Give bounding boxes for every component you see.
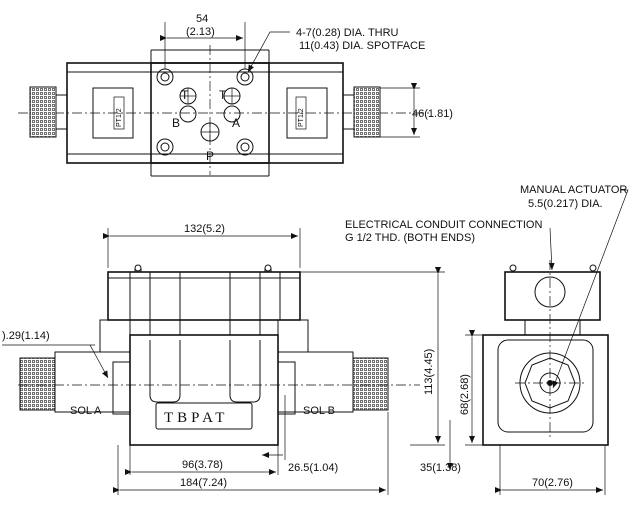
note-bolt-holes: 4-7(0.28) DIA. THRU <box>296 27 399 39</box>
port-p-label: P <box>206 149 214 163</box>
sol-b-label: SOL B <box>303 405 335 417</box>
note-conduit: ELECTRICAL CONDUIT CONNECTION <box>345 219 542 231</box>
top-solenoid-left <box>92 87 134 139</box>
front-solenoid-right <box>277 351 354 413</box>
dim-front-width: 132(5.2) <box>184 223 225 235</box>
leader-bolt-note <box>247 31 290 73</box>
side-conduit-port <box>534 276 566 308</box>
top-solenoid-right <box>286 87 328 139</box>
front-knurled-nut-left <box>19 357 56 411</box>
note-conduit-thd: G 1/2 THD. (BOTH ENDS) <box>345 232 475 244</box>
coil-label-left: PT1/2 <box>116 108 123 127</box>
coil-label-right: PT1/2 <box>298 108 305 127</box>
note-manual-actuator: MANUAL ACTUATOR <box>520 184 627 196</box>
bolt-hole-br <box>236 138 254 156</box>
port-a-label: A <box>232 116 240 130</box>
bolt-hole-bl <box>156 138 174 156</box>
brand-label: TBPAT <box>164 410 228 426</box>
dim-front-height: 113(4.45) <box>423 349 435 395</box>
dim-front-left-offset: ).29(1.14) <box>2 330 50 342</box>
dim-front-offset-b: 26.5(1.04) <box>288 462 338 474</box>
dim-front-base: 96(3.78) <box>182 459 223 471</box>
bolt-hole-tl <box>156 68 174 86</box>
dim-side-height: 68(2.68) <box>459 374 471 415</box>
side-upper-housing <box>504 271 601 321</box>
port-t-left-label: T <box>181 88 189 102</box>
dim-front-overall: 184(7.24) <box>180 477 227 489</box>
port-a-circle <box>223 105 241 123</box>
note-manual-dia: 5.5(0.217) DIA. <box>528 198 603 210</box>
top-knurled-nut-left <box>29 86 57 138</box>
top-knurled-nut-right <box>353 86 381 138</box>
front-upper-housing <box>107 271 301 321</box>
side-lower-body <box>482 334 609 446</box>
dim-port-spacing: 54 <box>196 13 208 25</box>
note-spotface: 11(0.43) DIA. SPOTFACE <box>299 40 425 52</box>
front-view: 132(5.2) TBPAT SOL A SOL B <box>2 223 461 495</box>
dim-side-width: 70(2.76) <box>532 477 573 489</box>
front-solenoid-left <box>54 351 131 413</box>
port-b-circle <box>179 105 197 123</box>
leader-manual-actuator <box>552 189 629 389</box>
top-view: PT1/2 PT1/2 T T B A P <box>18 13 453 177</box>
front-knurled-nut-right <box>352 357 389 411</box>
side-view: MANUAL ACTUATOR 5.5(0.217) DIA. ELECTRIC… <box>345 184 629 495</box>
brand-plate <box>155 402 253 430</box>
sol-a-label: SOL A <box>70 405 102 417</box>
port-t-right-label: T <box>219 88 227 102</box>
port-b-label: B <box>172 116 180 130</box>
dim-side-offset: 35(1.38) <box>420 462 461 474</box>
dim-top-height: 46(1.81) <box>412 108 453 120</box>
top-subplate <box>150 62 270 164</box>
dim-port-spacing-in: (2.13) <box>186 26 215 38</box>
bolt-hole-tr <box>236 68 254 86</box>
